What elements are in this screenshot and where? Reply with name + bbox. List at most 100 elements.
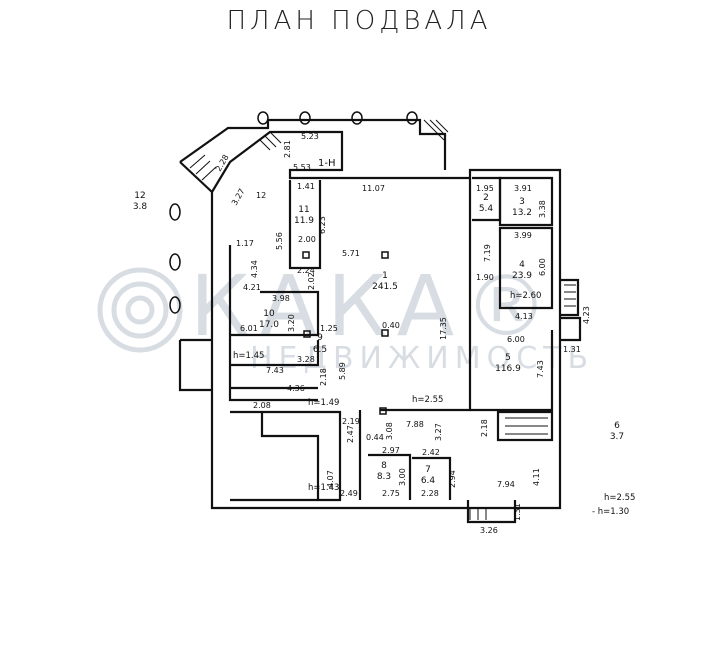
dimension: 4.13 <box>515 312 533 321</box>
room-area: 23.9 <box>512 271 532 281</box>
room-number: 11 <box>298 205 309 215</box>
room-number: 10 <box>263 309 275 319</box>
room-area: 116.9 <box>495 364 521 374</box>
dimension: 3.08 <box>385 422 394 440</box>
room-area: 11.9 <box>294 216 314 226</box>
dimension: 2.24 <box>297 266 315 275</box>
room-number: 6 <box>614 421 620 431</box>
room-area: 3.7 <box>610 432 624 442</box>
dimension: 3.00 <box>398 468 407 486</box>
dimension: 3.27 <box>434 423 443 441</box>
dimension: 1.31 <box>563 345 581 354</box>
dimension: 4.11 <box>532 468 541 486</box>
height-label: h=2.60 <box>510 291 541 301</box>
dimension: 2.18 <box>480 419 489 437</box>
room-area: 8.3 <box>377 472 391 482</box>
dimension: 0.44 <box>366 433 384 442</box>
dimension: 2.02 <box>307 272 316 290</box>
dimension-labels: 5.23 2.81 5.53 2.28 3.27 11.07 1.41 6.23… <box>214 132 591 535</box>
room-number: 4 <box>519 260 525 270</box>
height-label: h=2.55 <box>604 493 635 503</box>
dimension: 2.47 <box>346 425 355 443</box>
room-number: 3 <box>519 197 525 207</box>
dimension: 4.21 <box>243 283 261 292</box>
watermark-tagline: НЕДВИЖИМОСТЬ <box>250 341 594 376</box>
dimension: 1.90 <box>476 273 494 282</box>
dimension: 7.88 <box>406 420 424 429</box>
room-number: 1 <box>382 271 388 281</box>
room-number: 7 <box>425 465 431 475</box>
room-area: 3.8 <box>133 202 148 212</box>
room-number: 8 <box>381 461 387 471</box>
dimension: 17.35 <box>439 317 448 340</box>
room-labels: 1 241.5 2 5.4 3 13.2 4 23.9 5 116.9 6 3.… <box>133 191 624 486</box>
dimension: 4.36 <box>287 384 305 393</box>
dimension: 1.17 <box>236 239 254 248</box>
dimension: 2.00 <box>298 235 316 244</box>
dimension: 5.56 <box>275 232 284 250</box>
dimension: 2.49 <box>340 489 358 498</box>
dimension: 3.99 <box>514 231 532 240</box>
dimension: 2.08 <box>253 401 271 410</box>
height-labels: h=2.55 h=2.60 h=1.45 h=1.49 h=1.43 h=2.5… <box>233 291 635 517</box>
dimension: 2.19 <box>342 417 360 426</box>
dimension: 1.95 <box>476 184 494 193</box>
dimension: 3.20 <box>287 314 296 332</box>
dimension: 2.94 <box>448 470 457 488</box>
dimension: 5.23 <box>301 132 319 141</box>
dimension: 4.07 <box>326 470 335 488</box>
dimension: 3.91 <box>514 184 532 193</box>
dimension: 7.19 <box>483 244 492 262</box>
room-number: 5 <box>505 353 511 363</box>
dimension: 5.89 <box>338 362 347 380</box>
dimension: 12 <box>256 191 266 200</box>
dimension: 1.25 <box>320 324 338 333</box>
watermark-logo: КАКА® <box>190 257 558 355</box>
room-area: 241.5 <box>372 282 398 292</box>
height-label: h=2.55 <box>412 395 443 405</box>
dimension: 6.23 <box>318 216 327 234</box>
dimension: 2.75 <box>382 489 400 498</box>
dimension: 6.01 <box>240 324 258 333</box>
room-area: 13.2 <box>512 208 532 218</box>
plan-title: ПЛАН ПОДВАЛА <box>226 6 492 36</box>
dimension: 2.18 <box>319 368 328 386</box>
watermark-emblem-icon <box>97 267 183 353</box>
dimension: 3.28 <box>297 355 315 364</box>
column-marks <box>302 251 389 415</box>
room-number: 9 <box>317 333 323 343</box>
dimension: 2.81 <box>283 140 292 158</box>
dimension: 6.00 <box>538 258 547 276</box>
dimension: 11.07 <box>362 184 385 193</box>
dimension: 6.00 <box>507 335 525 344</box>
height-label: h=1.49 <box>308 398 339 408</box>
height-label: h=1.45 <box>233 351 264 361</box>
dimension: 7.43 <box>266 366 284 375</box>
dimension: 0.40 <box>382 321 400 330</box>
dimension: 7.94 <box>497 480 515 489</box>
dimension: 4.23 <box>582 306 591 324</box>
room-area: 6.5 <box>313 345 327 355</box>
dimension: 3.38 <box>538 200 547 218</box>
room-area: 6.4 <box>421 476 436 486</box>
room-area: 17.0 <box>259 320 279 330</box>
dimension: 5.53 <box>293 163 311 172</box>
room-area: 5.4 <box>479 204 494 214</box>
dimension: 3.98 <box>272 294 290 303</box>
dimension: 1.41 <box>297 182 315 191</box>
window-openings <box>169 111 418 314</box>
dimension: 7.43 <box>536 360 545 378</box>
watermark: КАКА® НЕДВИЖИМОСТЬ <box>97 257 594 376</box>
dimension: 1.31 <box>513 503 522 521</box>
dimension: 5.71 <box>342 249 360 258</box>
stairs-label: 1-Н <box>318 158 336 169</box>
height-label: h=1.43 <box>308 483 339 493</box>
dimension: 3.27 <box>230 187 247 207</box>
dimension: 2.42 <box>422 448 440 457</box>
room-number: 12 <box>134 191 145 201</box>
stair-hatching <box>189 119 576 520</box>
dimension: 2.97 <box>382 446 400 455</box>
dimension: 3.26 <box>480 526 498 535</box>
dimension: 4.34 <box>250 260 259 278</box>
